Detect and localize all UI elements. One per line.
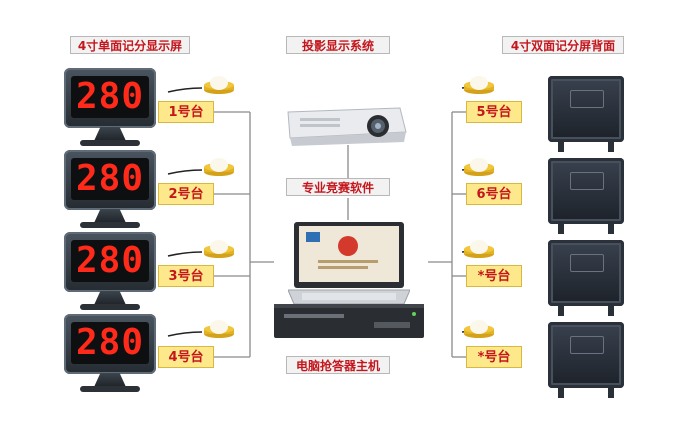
laptop-icon [288, 222, 410, 305]
software-label: 专业竞赛软件 [286, 178, 390, 196]
score-readout: 280 [75, 76, 145, 117]
host-label: 电脑抢答器主机 [286, 356, 390, 374]
buzzer-icon [204, 76, 234, 94]
station-label: 2号台 [158, 183, 214, 205]
display-icon: 280 [64, 232, 156, 310]
buzzer-icon [464, 76, 494, 94]
display-icon: 280 [64, 314, 156, 392]
left-title: 4寸单面记分显示屏 [70, 36, 190, 54]
right-title: 4寸双面记分屏背面 [502, 36, 624, 54]
display-icon: 280 [64, 68, 156, 146]
score-readout: 280 [75, 240, 145, 281]
station-label: 5号台 [466, 101, 522, 123]
station-label: 4号台 [158, 346, 214, 368]
display-back-icon [548, 158, 624, 234]
buzzer-icon [464, 320, 494, 338]
display-icon: 280 [64, 150, 156, 228]
center-title: 投影显示系统 [286, 36, 390, 54]
buzzer-icon [464, 240, 494, 258]
buzzer-icon [464, 158, 494, 176]
station-label: 6号台 [466, 183, 522, 205]
station-label: *号台 [466, 265, 522, 287]
score-readout: 280 [75, 322, 145, 363]
buzzer-icon [204, 240, 234, 258]
buzzer-icon [204, 320, 234, 338]
buzzer-icon [204, 158, 234, 176]
station-label: 1号台 [158, 101, 214, 123]
station-label: *号台 [466, 346, 522, 368]
display-back-icon [548, 76, 624, 152]
display-back-icon [548, 240, 624, 316]
score-readout: 280 [75, 158, 145, 199]
display-back-icon [548, 322, 624, 398]
station-label: 3号台 [158, 265, 214, 287]
host-icon [274, 304, 424, 338]
projector-icon [287, 107, 407, 146]
